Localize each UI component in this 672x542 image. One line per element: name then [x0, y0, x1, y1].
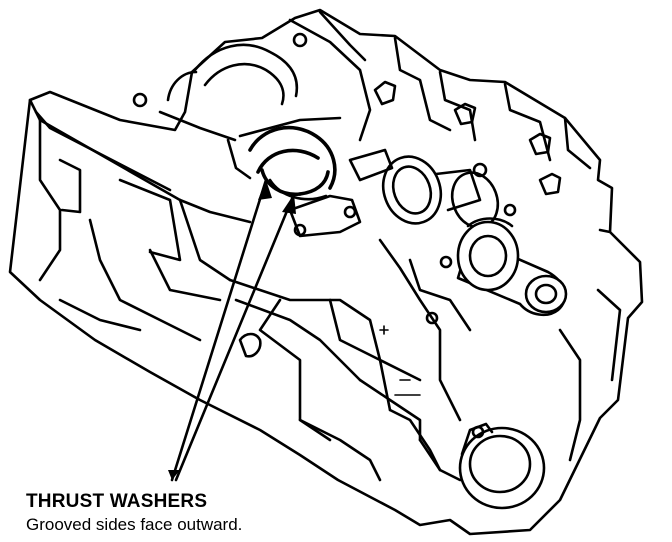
- top-deck: [132, 10, 592, 217]
- callout-leaders: [168, 178, 296, 482]
- arrowhead-rear: [282, 194, 296, 214]
- leader-tail: [168, 470, 180, 480]
- callout-title: THRUST WASHERS: [26, 491, 208, 512]
- callout-note: Grooved sides face outward.: [26, 515, 243, 534]
- lower-block: [58, 218, 622, 510]
- leader-line-front: [170, 178, 268, 482]
- leader-line-rear: [174, 192, 296, 482]
- arrowhead-front: [258, 180, 272, 200]
- crankshaft: [226, 116, 568, 317]
